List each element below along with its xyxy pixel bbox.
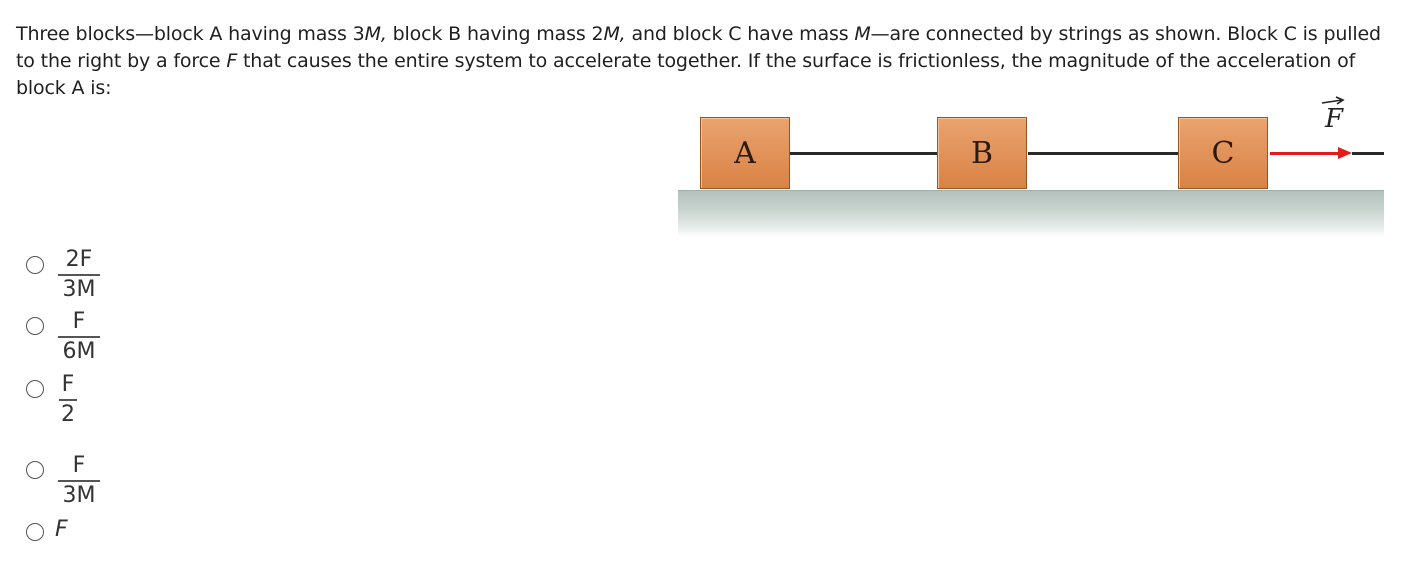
fraction-bar [59, 399, 77, 401]
question-part: that causes the entire system to acceler… [16, 50, 1356, 99]
string-bc [1028, 152, 1178, 155]
radio-option-4[interactable] [26, 461, 44, 479]
block-c: C [1178, 117, 1268, 189]
question-force: F [226, 50, 238, 72]
option-4-numerator: F [72, 453, 86, 478]
radio-option-2[interactable] [26, 317, 44, 335]
answer-option-4[interactable] [26, 461, 44, 479]
force-arrow-shaft [1270, 152, 1340, 155]
option-3-fraction: F 2 [58, 371, 78, 429]
vector-arrow-icon [1321, 96, 1345, 105]
radio-option-5[interactable] [26, 523, 44, 541]
string-ab [790, 152, 938, 155]
option-2-fraction: F 6M [58, 308, 100, 366]
option-4-denominator: 3M [62, 482, 96, 508]
option-2-denominator: 6M [62, 338, 96, 364]
option-1-numerator: 2F [65, 247, 93, 272]
question-part: block B having mass 2 [386, 23, 604, 45]
answer-option-1[interactable] [26, 256, 44, 274]
radio-option-1[interactable] [26, 256, 44, 274]
fraction-bar [58, 336, 100, 338]
option-2-numerator: F [72, 309, 86, 334]
answer-option-2[interactable] [26, 317, 44, 335]
option-1-fraction: 2F 3M [58, 246, 100, 304]
option-1-denominator: 3M [62, 276, 96, 302]
fraction-bar [58, 274, 100, 276]
block-b: B [937, 117, 1027, 189]
question-mass: M, [603, 23, 626, 45]
option-3-numerator: F [61, 372, 75, 397]
force-arrow-head [1338, 147, 1352, 159]
radio-option-3[interactable] [26, 380, 44, 398]
block-a: A [700, 117, 790, 189]
answer-option-5[interactable] [26, 523, 44, 541]
question-text: Three blocks—block A having mass 3M, blo… [16, 21, 1401, 102]
force-string-tail [1352, 152, 1384, 155]
option-4-fraction: F 3M [58, 452, 100, 510]
option-3-denominator: 2 [61, 401, 75, 427]
blocks-diagram: A B C F [676, 94, 1386, 244]
option-5-text: F [55, 517, 68, 542]
fraction-bar [58, 480, 100, 482]
question-mass: M, [364, 23, 387, 45]
answer-option-3[interactable] [26, 380, 44, 398]
frictionless-surface [678, 190, 1384, 237]
force-label: F [1325, 104, 1344, 134]
question-part: —are connected by strings as shown. Bloc… [16, 23, 1381, 72]
question-part: Three blocks—block A having mass 3 [16, 23, 365, 45]
question-mass: M [854, 23, 871, 45]
question-part: and block C have mass [625, 23, 855, 45]
